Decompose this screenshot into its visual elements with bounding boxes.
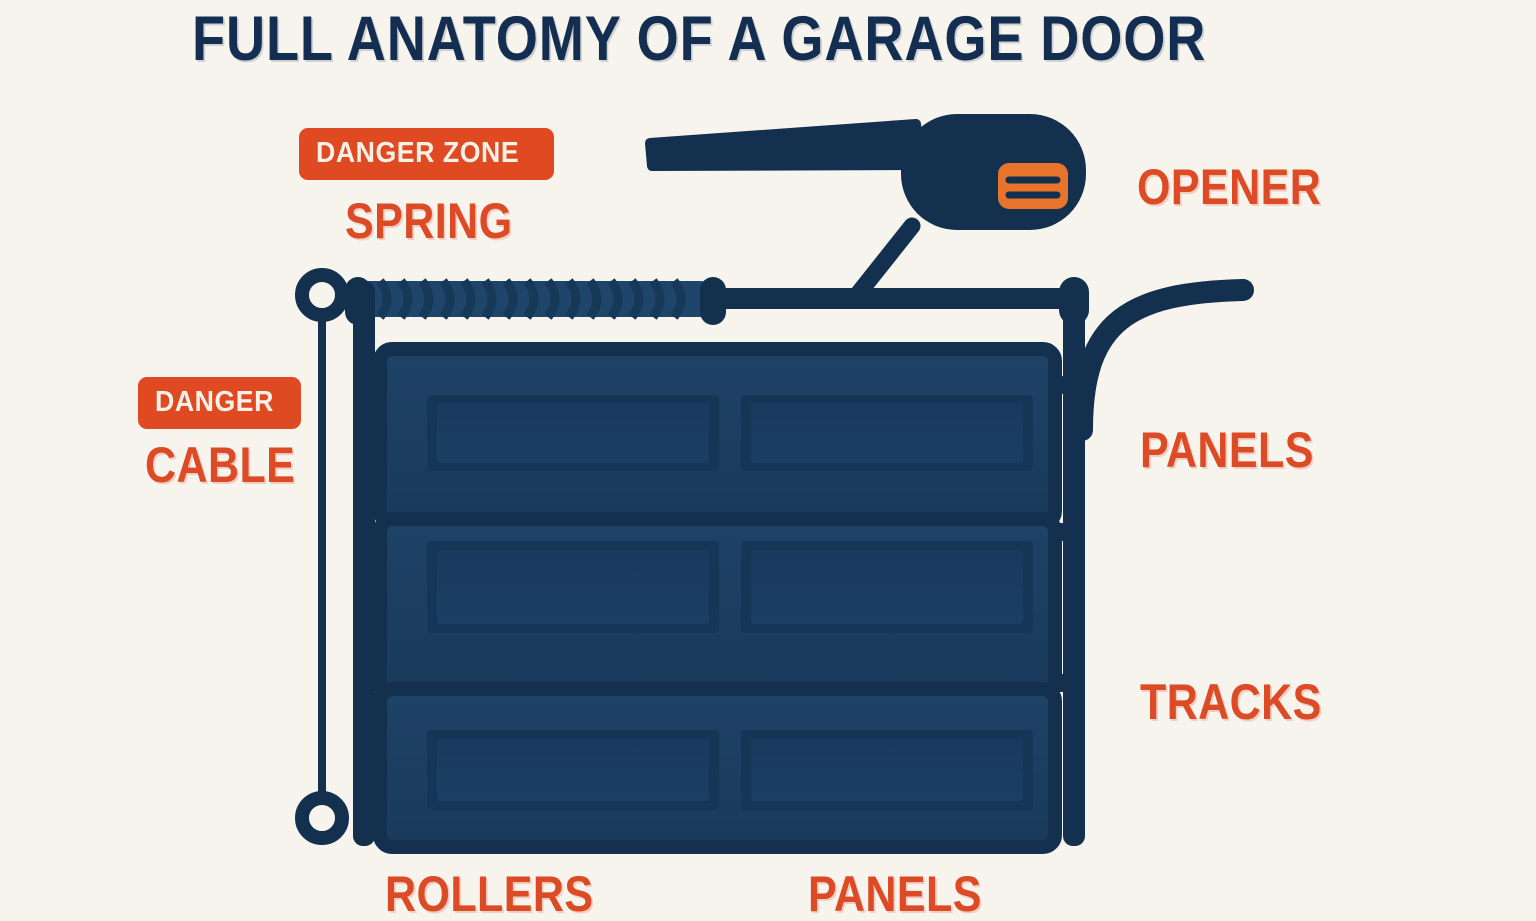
spring-right-collar-icon: [700, 277, 726, 325]
left-track-icon: [353, 281, 375, 846]
opener-assembly: [645, 114, 1086, 308]
panel-row-2-inset-left: [437, 550, 709, 624]
panel-row-1-inset-left: [437, 403, 709, 463]
roller-top-icon: [295, 268, 349, 322]
opener-arm-icon: [845, 217, 921, 308]
danger-badge-label: DANGER: [155, 386, 274, 418]
label-cable: CABLE: [145, 437, 296, 493]
roller-bottom-icon: [295, 791, 349, 845]
label-spring: SPRING: [345, 193, 513, 249]
left-roller-assembly: [295, 268, 349, 845]
label-panels-right: PANELS: [1140, 422, 1314, 478]
right-track-curve-icon: [1071, 279, 1254, 441]
torsion-spring-assembly: [345, 277, 726, 325]
label-panels-bottom: PANELS: [808, 866, 982, 921]
danger-zone-badge: DANGER ZONE: [299, 128, 554, 180]
label-opener: OPENER: [1137, 159, 1322, 215]
right-track-collar-icon: [1059, 277, 1089, 325]
panel-row-2: [373, 512, 1062, 700]
right-track-assembly: [1042, 277, 1254, 846]
danger-badge: DANGER: [138, 377, 302, 429]
door-panel-stack: [373, 342, 1062, 854]
label-tracks: TRACKS: [1140, 674, 1322, 730]
panel-row-2-inset-right: [751, 550, 1023, 624]
opener-rail-icon: [645, 119, 925, 171]
opener-button-icon: [998, 163, 1068, 209]
panel-row-1: [373, 342, 1062, 530]
panel-row-3-inset-left: [437, 739, 709, 801]
panel-row-1-inset-right: [751, 403, 1023, 463]
panel-row-3: [373, 682, 1062, 854]
label-rollers: ROLLERS: [385, 866, 594, 921]
rail-joint-node-icon: [845, 290, 863, 308]
danger-zone-badge-label: DANGER ZONE: [316, 137, 520, 169]
page-title: FULL ANATOMY OF A GARAGE DOOR: [192, 4, 1207, 74]
panel-row-3-inset-right: [751, 739, 1023, 801]
